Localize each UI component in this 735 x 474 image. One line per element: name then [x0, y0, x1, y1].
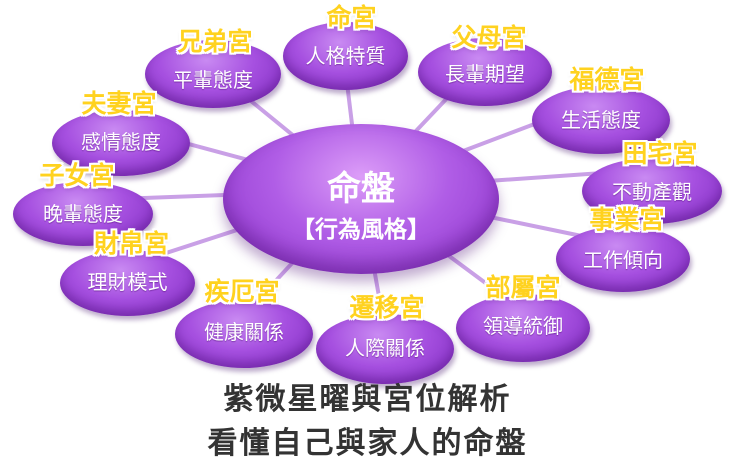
- palace-name: 疾厄宮: [204, 277, 280, 306]
- palace-name: 遷移宮: [349, 293, 425, 322]
- caption-line-2: 看懂自己與家人的命盤: [207, 426, 528, 461]
- palace-name: 事業宮: [589, 205, 665, 234]
- palace-oval: [456, 294, 590, 362]
- palace-oval: [13, 182, 153, 246]
- palace-name: 夫妻宮: [81, 89, 157, 118]
- palace-node: 命宮 人格特質: [283, 4, 408, 90]
- palace-name: 兄弟宮: [177, 27, 253, 56]
- center-oval: [223, 124, 499, 274]
- palace-oval: [556, 226, 690, 292]
- center-subtitle: 【行為風格】: [292, 217, 430, 243]
- palace-node: 福德宮 生活態度: [532, 66, 670, 154]
- palace-name: 部屬宮: [485, 273, 561, 302]
- palace-node: 疾厄宮 健康關係: [175, 278, 313, 368]
- palace-oval: [145, 40, 281, 108]
- palace-desc: 理財模式: [87, 270, 168, 294]
- palace-desc: 人際關係: [345, 336, 425, 360]
- palace-oval: [532, 86, 670, 154]
- palace-oval: [283, 22, 408, 90]
- palace-desc: 人格特質: [305, 44, 386, 68]
- palace-name: 財帛宮: [93, 229, 169, 258]
- palace-name: 命宮: [326, 3, 377, 32]
- caption-line-1: 紫微星曜與宮位解析: [223, 382, 512, 417]
- palace-desc: 晚輩態度: [43, 202, 123, 226]
- palace-node: 財帛宮 理財模式: [60, 230, 195, 316]
- palace-oval: [316, 314, 454, 384]
- palace-desc: 健康關係: [204, 320, 284, 344]
- palace-node: 父母宮 長輩期望: [418, 24, 552, 106]
- palace-oval: [52, 110, 190, 176]
- palace-oval: [418, 38, 552, 106]
- palace-name: 田宅宮: [622, 139, 698, 168]
- palace-node: 部屬宮 領導統御: [456, 274, 590, 362]
- palace-node: 田宅宮 不動產觀: [582, 140, 722, 224]
- palace-name: 父母宮: [451, 23, 527, 52]
- palace-node: 夫妻宮 感情態度: [52, 90, 190, 176]
- palace-node: 事業宮 工作傾向: [556, 206, 690, 292]
- palace-node: 子女宮 晚輩態度: [13, 162, 153, 246]
- palace-desc: 生活態度: [561, 108, 641, 132]
- palace-desc: 不動產觀: [612, 180, 692, 204]
- center-title: 命盤: [327, 169, 395, 209]
- palace-name: 福德宮: [569, 65, 645, 94]
- palace-desc: 長輩期望: [445, 62, 525, 86]
- palace-desc: 感情態度: [81, 130, 161, 154]
- palace-desc: 平輩態度: [173, 68, 253, 92]
- palace-desc: 領導統御: [483, 314, 563, 338]
- palace-oval: [175, 300, 313, 368]
- palace-name: 子女宮: [39, 161, 115, 190]
- center-node: 命盤 【行為風格】: [223, 124, 499, 274]
- palace-oval: [60, 250, 195, 316]
- palace-node: 兄弟宮 平輩態度: [145, 28, 281, 108]
- palace-desc: 工作傾向: [583, 248, 663, 272]
- palace-oval: [582, 158, 722, 224]
- palace-node: 遷移宮 人際關係: [316, 294, 454, 384]
